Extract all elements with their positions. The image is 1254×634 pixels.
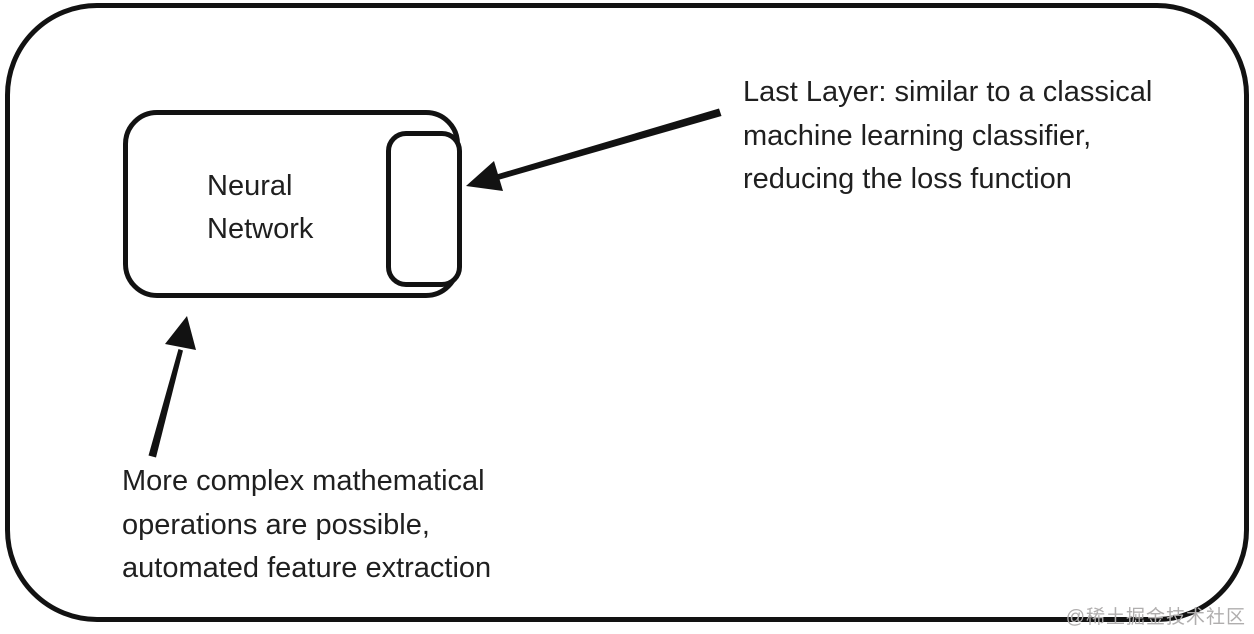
last-layer-annotation: Last Layer: similar to a classical machi… xyxy=(743,71,1152,202)
complexity-annotation-line3: automated feature extraction xyxy=(122,552,492,584)
neural-network-label: Neural Network xyxy=(207,165,313,251)
complexity-annotation: More complex mathematical operations are… xyxy=(122,460,491,591)
outer-frame xyxy=(5,3,1249,622)
last-layer-annotation-line1: Last Layer: similar to a classical xyxy=(743,76,1153,108)
last-layer-box xyxy=(386,131,462,287)
complexity-annotation-line2: operations are possible, xyxy=(122,508,430,541)
neural-network-label-line2: Network xyxy=(207,213,314,245)
last-layer-annotation-line3: reducing the loss function xyxy=(743,163,1072,195)
complexity-annotation-line1: More complex mathematical xyxy=(122,465,485,497)
last-layer-annotation-line2: machine learning classifier, xyxy=(743,119,1092,152)
neural-network-label-line1: Neural xyxy=(207,170,293,202)
watermark: @稀土掘金技术社区 xyxy=(1065,607,1246,628)
